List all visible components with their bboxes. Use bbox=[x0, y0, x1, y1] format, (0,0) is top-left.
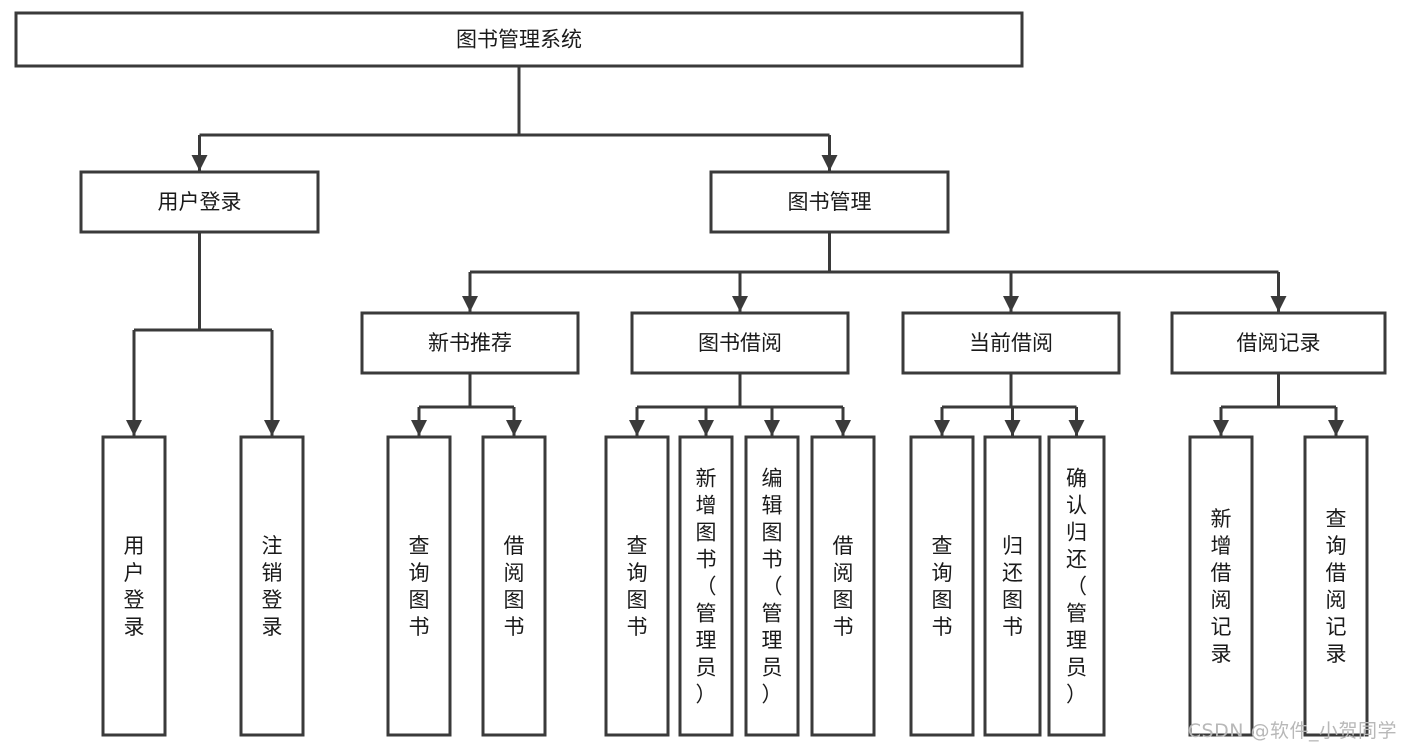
arrow-head-icon bbox=[1003, 296, 1019, 312]
arrow-head-icon bbox=[934, 420, 950, 436]
arrow-head-icon bbox=[1270, 296, 1287, 312]
node-leaf-borrow-book-box[interactable] bbox=[810, 435, 876, 737]
node-leaf-query-book-recommend[interactable]: 查询图书 bbox=[386, 435, 452, 737]
node-current-borrow[interactable]: 当前借阅 bbox=[901, 311, 1121, 375]
node-leaf-return-book-box[interactable] bbox=[983, 435, 1042, 737]
arrow-head-icon bbox=[1213, 420, 1229, 436]
arrow-head-icon bbox=[629, 420, 645, 436]
node-book-borrow[interactable]: 图书借阅 bbox=[630, 311, 850, 375]
node-leaf-add-borrow-record-label: 新增借阅记录 bbox=[1211, 507, 1232, 666]
connector-layer bbox=[126, 66, 1344, 436]
node-leaf-add-book-admin-box[interactable] bbox=[678, 435, 734, 737]
arrow-head-icon bbox=[1068, 420, 1085, 436]
node-leaf-query-book-current-box[interactable] bbox=[909, 435, 975, 737]
node-user-login-box[interactable] bbox=[79, 170, 320, 234]
node-new-book-recommend[interactable]: 新书推荐 bbox=[360, 311, 580, 375]
node-leaf-logout-box[interactable] bbox=[239, 435, 305, 737]
arrow-head-icon bbox=[126, 420, 142, 436]
node-root-box[interactable] bbox=[14, 11, 1024, 68]
node-leaf-edit-book-admin-label: 编辑图书（管理员） bbox=[762, 467, 783, 707]
node-leaf-query-book-borrow-label: 查询图书 bbox=[627, 534, 648, 639]
node-book-management-label: 图书管理 bbox=[788, 190, 872, 214]
node-book-borrow-label: 图书借阅 bbox=[698, 331, 782, 355]
node-leaf-return-book-label: 归还图书 bbox=[1002, 534, 1023, 639]
node-leaf-query-book-borrow-box[interactable] bbox=[604, 435, 670, 737]
node-leaf-user-login-label: 用户登录 bbox=[124, 534, 145, 639]
node-leaf-query-borrow-record[interactable]: 查询借阅记录 bbox=[1303, 435, 1369, 737]
node-leaf-return-book[interactable]: 归还图书 bbox=[983, 435, 1042, 737]
node-leaf-edit-book-admin[interactable]: 编辑图书（管理员） bbox=[744, 435, 800, 737]
node-leaf-query-book-recommend-box[interactable] bbox=[386, 435, 452, 737]
node-root[interactable]: 图书管理系统 bbox=[14, 11, 1024, 68]
node-leaf-logout-label: 注销登录 bbox=[262, 534, 283, 639]
node-new-book-recommend-box[interactable] bbox=[360, 311, 580, 375]
arrow-head-icon bbox=[506, 420, 522, 436]
arrow-head-icon bbox=[1004, 420, 1021, 436]
node-leaf-query-borrow-record-box[interactable] bbox=[1303, 435, 1369, 737]
node-leaf-add-book-admin-label: 新增图书（管理员） bbox=[696, 467, 717, 707]
node-new-book-recommend-label: 新书推荐 bbox=[428, 331, 512, 355]
node-user-login[interactable]: 用户登录 bbox=[79, 170, 320, 234]
arrow-head-icon bbox=[821, 155, 838, 171]
node-user-login-label: 用户登录 bbox=[158, 190, 242, 214]
node-leaf-add-borrow-record[interactable]: 新增借阅记录 bbox=[1188, 435, 1254, 737]
arrow-head-icon bbox=[264, 420, 280, 436]
arrow-head-icon bbox=[732, 296, 748, 312]
node-leaf-query-book-current-label: 查询图书 bbox=[932, 534, 953, 639]
node-root-label: 图书管理系统 bbox=[456, 28, 582, 52]
node-leaf-confirm-return-admin[interactable]: 确认归还（管理员） bbox=[1047, 435, 1106, 737]
node-leaf-query-book-current[interactable]: 查询图书 bbox=[909, 435, 975, 737]
node-leaf-add-book-admin[interactable]: 新增图书（管理员） bbox=[678, 435, 734, 737]
node-leaf-borrow-book-recommend[interactable]: 借阅图书 bbox=[481, 435, 547, 737]
node-borrow-record[interactable]: 借阅记录 bbox=[1170, 311, 1387, 375]
node-leaf-confirm-return-admin-label: 确认归还（管理员） bbox=[1066, 467, 1087, 707]
node-leaf-borrow-book-label: 借阅图书 bbox=[833, 534, 854, 639]
node-leaf-add-borrow-record-box[interactable] bbox=[1188, 435, 1254, 737]
node-leaf-query-book-borrow[interactable]: 查询图书 bbox=[604, 435, 670, 737]
node-leaf-query-borrow-record-label: 查询借阅记录 bbox=[1326, 507, 1347, 666]
arrow-head-icon bbox=[698, 420, 714, 436]
node-borrow-record-label: 借阅记录 bbox=[1237, 331, 1321, 355]
arrow-head-icon bbox=[462, 296, 478, 312]
node-leaf-borrow-book-recommend-label: 借阅图书 bbox=[504, 534, 525, 639]
node-leaf-user-login-box[interactable] bbox=[101, 435, 167, 737]
node-leaf-user-login[interactable]: 用户登录 bbox=[101, 435, 167, 737]
node-current-borrow-label: 当前借阅 bbox=[969, 331, 1053, 355]
arrow-head-icon bbox=[835, 420, 851, 436]
node-book-management[interactable]: 图书管理 bbox=[709, 170, 950, 234]
node-borrow-record-box[interactable] bbox=[1170, 311, 1387, 375]
node-leaf-logout[interactable]: 注销登录 bbox=[239, 435, 305, 737]
arrow-head-icon bbox=[1328, 420, 1344, 436]
node-leaf-borrow-book[interactable]: 借阅图书 bbox=[810, 435, 876, 737]
arrow-head-icon bbox=[191, 155, 208, 171]
node-book-management-box[interactable] bbox=[709, 170, 950, 234]
arrow-head-icon bbox=[764, 420, 780, 436]
node-leaf-confirm-return-admin-box[interactable] bbox=[1047, 435, 1106, 737]
node-leaf-borrow-book-recommend-box[interactable] bbox=[481, 435, 547, 737]
arrow-head-icon bbox=[411, 420, 427, 436]
node-layer: 图书管理系统用户登录图书管理新书推荐图书借阅当前借阅借阅记录用户登录注销登录查询… bbox=[14, 11, 1387, 737]
node-leaf-edit-book-admin-box[interactable] bbox=[744, 435, 800, 737]
node-leaf-query-book-recommend-label: 查询图书 bbox=[409, 534, 430, 639]
node-current-borrow-box[interactable] bbox=[901, 311, 1121, 375]
node-book-borrow-box[interactable] bbox=[630, 311, 850, 375]
